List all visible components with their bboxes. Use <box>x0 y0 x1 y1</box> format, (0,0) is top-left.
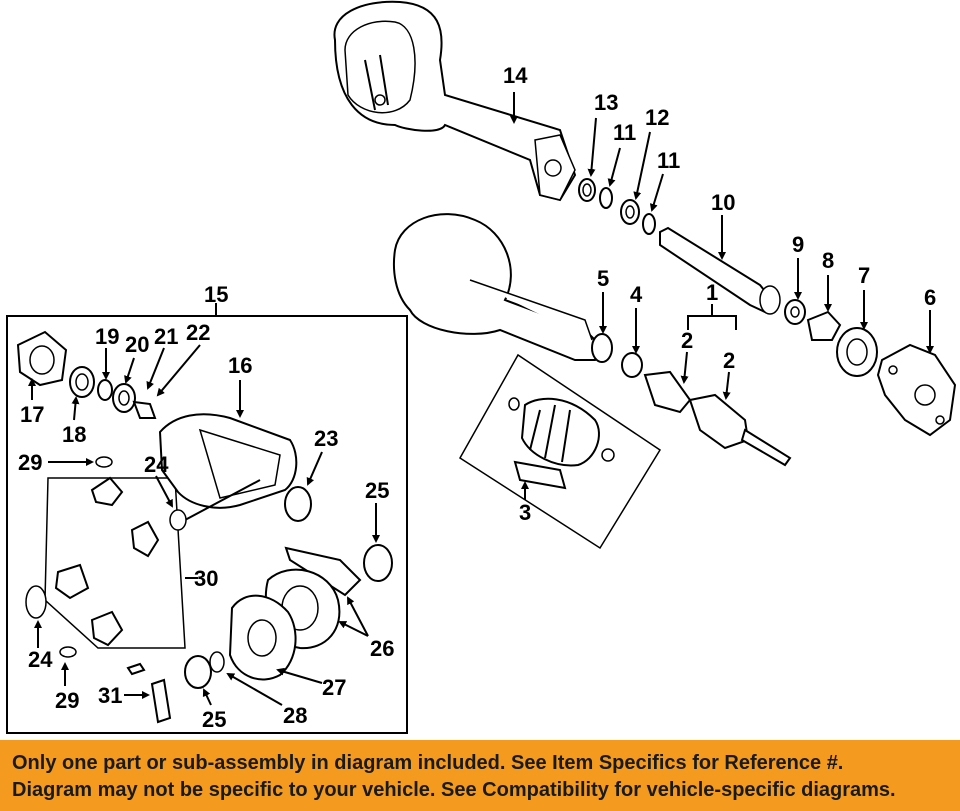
callout-28: 28 <box>283 703 307 728</box>
disclaimer-banner: Only one part or sub-assembly in diagram… <box>0 740 960 811</box>
callout-12: 12 <box>645 105 669 130</box>
callout-11: 11 <box>657 148 680 173</box>
pin-small <box>126 662 146 676</box>
callout-16: 16 <box>228 353 252 378</box>
differential-box <box>6 315 408 734</box>
callout-1: 1 <box>706 280 718 305</box>
bearing-25-lower <box>184 655 212 689</box>
callout-11: 11 <box>613 120 636 145</box>
boot-kit-box <box>458 353 662 550</box>
callout-17: 17 <box>20 402 44 427</box>
bearing-23 <box>284 486 312 522</box>
washer-29-upper <box>95 456 113 468</box>
shim-28 <box>209 651 225 673</box>
callout-30: 30 <box>194 566 218 591</box>
callout-29: 29 <box>55 688 79 713</box>
callout-23: 23 <box>314 426 338 451</box>
callout-27: 27 <box>322 675 346 700</box>
callout-13: 13 <box>594 90 618 115</box>
callout-10: 10 <box>711 190 735 215</box>
callout-15: 15 <box>204 282 228 307</box>
callout-8: 8 <box>822 248 834 273</box>
callout-labels: 14 13 11 12 11 10 9 8 7 6 5 4 1 2 2 3 15… <box>18 63 936 732</box>
shim-24-upper <box>169 509 187 531</box>
disclaimer-line-2: Diagram may not be specific to your vehi… <box>12 779 896 801</box>
disclaimer-line-1: Only one part or sub-assembly in diagram… <box>12 752 844 774</box>
pinion-parts-18-22 <box>69 366 157 419</box>
callout-21: 21 <box>154 324 178 349</box>
upper-rings <box>578 178 656 235</box>
callout-3: 3 <box>519 500 531 525</box>
callout-20: 20 <box>125 332 149 357</box>
callout-19: 19 <box>95 324 119 349</box>
callout-25: 25 <box>365 478 389 503</box>
shim-24-lower <box>25 585 47 619</box>
bearing-25-upper <box>363 544 393 582</box>
callout-24: 24 <box>144 452 169 477</box>
axle-shaft-10 <box>659 226 781 315</box>
diff-case-27 <box>228 594 297 681</box>
cross-shaft-31 <box>150 678 172 724</box>
callout-26: 26 <box>370 636 394 661</box>
callout-31: 31 <box>98 683 122 708</box>
hub-parts-7-8-9 <box>784 299 878 377</box>
callout-9: 9 <box>792 232 804 257</box>
flange-17 <box>16 330 68 387</box>
knuckle-6 <box>876 343 957 437</box>
callout-25: 25 <box>202 707 226 732</box>
axle-housing-lower <box>392 213 602 361</box>
callout-6: 6 <box>924 285 936 310</box>
callout-2: 2 <box>723 348 735 373</box>
washer-29-lower <box>59 646 77 658</box>
diff-gears <box>54 476 160 647</box>
callout-5: 5 <box>597 266 609 291</box>
callout-29: 29 <box>18 450 42 475</box>
carrier-housing-16 <box>158 413 298 521</box>
driveshaft-assembly <box>591 333 792 467</box>
leader-lines <box>28 92 934 706</box>
callout-2: 2 <box>681 328 693 353</box>
callout-22: 22 <box>186 320 210 345</box>
callout-4: 4 <box>630 282 643 307</box>
axle-housing-upper <box>333 0 577 202</box>
callout-24: 24 <box>28 647 53 672</box>
callout-14: 14 <box>503 63 528 88</box>
callout-18: 18 <box>62 422 86 447</box>
exploded-parts-diagram: 14 13 11 12 11 10 9 8 7 6 5 4 1 2 2 3 15… <box>6 0 957 734</box>
callout-7: 7 <box>858 263 870 288</box>
